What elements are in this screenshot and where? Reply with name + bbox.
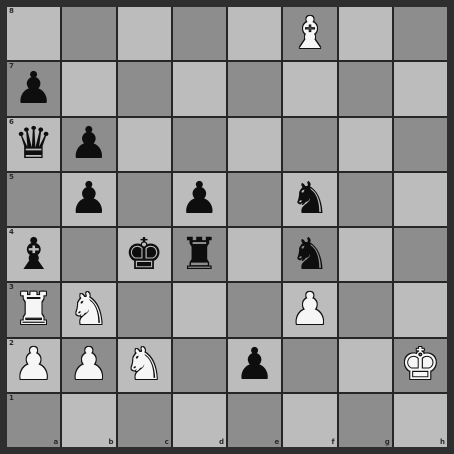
- square-e5[interactable]: [228, 173, 281, 226]
- square-c5[interactable]: [118, 173, 171, 226]
- square-d5[interactable]: ♟: [173, 173, 226, 226]
- white-pawn-icon[interactable]: ♟: [7, 339, 60, 392]
- square-f3[interactable]: ♟: [283, 283, 336, 336]
- file-label-b: b: [108, 439, 113, 446]
- black-pawn-icon[interactable]: ♟: [62, 118, 115, 171]
- square-d1[interactable]: d: [173, 394, 226, 447]
- black-king-icon[interactable]: ♚: [118, 228, 171, 281]
- square-b5[interactable]: ♟: [62, 173, 115, 226]
- square-e2[interactable]: ♟: [228, 339, 281, 392]
- rank-label-5: 5: [9, 174, 14, 181]
- square-a8[interactable]: 8: [7, 7, 60, 60]
- square-c6[interactable]: [118, 118, 171, 171]
- square-h4[interactable]: [394, 228, 447, 281]
- square-b3[interactable]: ♞: [62, 283, 115, 336]
- file-label-g: g: [385, 439, 390, 446]
- file-label-a: a: [54, 439, 59, 446]
- square-d8[interactable]: [173, 7, 226, 60]
- black-knight-icon[interactable]: ♞: [283, 173, 336, 226]
- square-h7[interactable]: [394, 62, 447, 115]
- black-queen-icon[interactable]: ♛: [7, 118, 60, 171]
- white-pawn-icon[interactable]: ♟: [62, 339, 115, 392]
- square-f6[interactable]: [283, 118, 336, 171]
- file-label-e: e: [275, 439, 280, 446]
- square-h2[interactable]: ♚: [394, 339, 447, 392]
- square-g7[interactable]: [339, 62, 392, 115]
- square-c7[interactable]: [118, 62, 171, 115]
- square-g1[interactable]: g: [339, 394, 392, 447]
- file-label-f: f: [331, 439, 334, 446]
- square-b2[interactable]: ♟: [62, 339, 115, 392]
- square-g3[interactable]: [339, 283, 392, 336]
- square-d3[interactable]: [173, 283, 226, 336]
- square-f1[interactable]: f: [283, 394, 336, 447]
- square-c1[interactable]: c: [118, 394, 171, 447]
- square-f4[interactable]: ♞: [283, 228, 336, 281]
- square-f8[interactable]: ♝: [283, 7, 336, 60]
- square-e6[interactable]: [228, 118, 281, 171]
- rank-label-1: 1: [9, 395, 14, 402]
- square-c4[interactable]: ♚: [118, 228, 171, 281]
- square-b7[interactable]: [62, 62, 115, 115]
- square-f2[interactable]: [283, 339, 336, 392]
- square-g5[interactable]: [339, 173, 392, 226]
- square-b8[interactable]: [62, 7, 115, 60]
- file-label-c: c: [165, 439, 169, 446]
- square-g4[interactable]: [339, 228, 392, 281]
- square-a5[interactable]: 5: [7, 173, 60, 226]
- square-b4[interactable]: [62, 228, 115, 281]
- rank-label-8: 8: [9, 8, 14, 15]
- square-g2[interactable]: [339, 339, 392, 392]
- square-e4[interactable]: [228, 228, 281, 281]
- square-e7[interactable]: [228, 62, 281, 115]
- square-h6[interactable]: [394, 118, 447, 171]
- square-h1[interactable]: h: [394, 394, 447, 447]
- square-g6[interactable]: [339, 118, 392, 171]
- white-king-icon[interactable]: ♚: [394, 339, 447, 392]
- square-e3[interactable]: [228, 283, 281, 336]
- black-pawn-icon[interactable]: ♟: [228, 339, 281, 392]
- square-b6[interactable]: ♟: [62, 118, 115, 171]
- file-label-d: d: [219, 439, 224, 446]
- black-pawn-icon[interactable]: ♟: [62, 173, 115, 226]
- square-a2[interactable]: 2♟: [7, 339, 60, 392]
- square-a7[interactable]: 7♟: [7, 62, 60, 115]
- white-knight-icon[interactable]: ♞: [118, 339, 171, 392]
- black-knight-icon[interactable]: ♞: [283, 228, 336, 281]
- square-d4[interactable]: ♜: [173, 228, 226, 281]
- square-a6[interactable]: 6♛: [7, 118, 60, 171]
- black-pawn-icon[interactable]: ♟: [7, 62, 60, 115]
- square-g8[interactable]: [339, 7, 392, 60]
- square-h5[interactable]: [394, 173, 447, 226]
- square-d7[interactable]: [173, 62, 226, 115]
- square-b1[interactable]: b: [62, 394, 115, 447]
- square-c2[interactable]: ♞: [118, 339, 171, 392]
- square-f5[interactable]: ♞: [283, 173, 336, 226]
- square-e8[interactable]: [228, 7, 281, 60]
- square-d2[interactable]: [173, 339, 226, 392]
- black-pawn-icon[interactable]: ♟: [173, 173, 226, 226]
- file-label-h: h: [440, 439, 445, 446]
- white-bishop-icon[interactable]: ♝: [283, 7, 336, 60]
- square-a3[interactable]: 3♜: [7, 283, 60, 336]
- square-a4[interactable]: 4♝: [7, 228, 60, 281]
- square-h8[interactable]: [394, 7, 447, 60]
- square-c8[interactable]: [118, 7, 171, 60]
- square-e1[interactable]: e: [228, 394, 281, 447]
- square-c3[interactable]: [118, 283, 171, 336]
- white-knight-icon[interactable]: ♞: [62, 283, 115, 336]
- black-bishop-icon[interactable]: ♝: [7, 228, 60, 281]
- square-d6[interactable]: [173, 118, 226, 171]
- square-h3[interactable]: [394, 283, 447, 336]
- white-rook-icon[interactable]: ♜: [7, 283, 60, 336]
- black-rook-icon[interactable]: ♜: [173, 228, 226, 281]
- square-f7[interactable]: [283, 62, 336, 115]
- white-pawn-icon[interactable]: ♟: [283, 283, 336, 336]
